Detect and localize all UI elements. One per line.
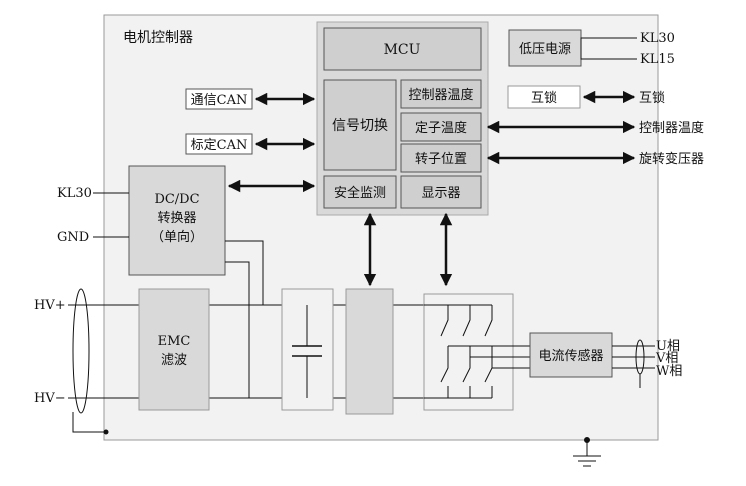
inverter-bridge-block: [423, 293, 514, 411]
dcdc-label-3: （单向）: [151, 229, 203, 245]
phase-u-label: U相: [656, 339, 680, 354]
kl30-left-label: KL30: [57, 186, 92, 201]
emc-label-1: EMC: [158, 334, 191, 349]
safety-monitor-block: [323, 175, 397, 209]
display-block: [400, 175, 482, 209]
kl15-label: KL15: [640, 52, 675, 67]
ctrl-temp-label: 控制器温度: [408, 87, 473, 103]
interlock-out-label: 互锁: [639, 90, 665, 106]
mcu-label: MCU: [384, 42, 421, 58]
ground-icon: [573, 437, 601, 467]
gnd-label: GND: [57, 230, 89, 245]
current-sensor-block: [529, 332, 613, 378]
interlock-block: [507, 85, 581, 109]
stator-temp-block: [400, 112, 482, 142]
dcdc-hv-tap-1: [225, 240, 264, 305]
display-label: 显示器: [421, 186, 460, 201]
hv-plus-label: HV+: [34, 298, 66, 313]
resolver-label: 旋转变压器: [639, 151, 704, 167]
dcdc-label-2: 转换器: [157, 211, 196, 226]
hv-shield-ground: [72, 412, 108, 433]
enclosure-title: 电机控制器: [123, 30, 193, 46]
safety-monitor-label: 安全监测: [334, 185, 386, 201]
interlock-label: 互锁: [531, 90, 557, 106]
signal-switch-block: [323, 79, 397, 171]
discharge-block: [345, 288, 394, 415]
rotor-pos-block: [400, 143, 482, 173]
ctrl-temp-block: [400, 79, 482, 109]
kl30-kl15-wires: [580, 37, 637, 60]
hv-minus-label: HV−: [34, 391, 66, 406]
kl30-right-label: KL30: [640, 31, 675, 46]
rotor-pos-label: 转子位置: [415, 152, 467, 167]
current-sensor-label: 电流传感器: [538, 348, 603, 364]
emc-block: [138, 288, 210, 411]
calib-can-block: [185, 133, 253, 155]
hv-shield-ground-dot: [103, 429, 109, 435]
phase-w-label: W相: [656, 364, 682, 379]
dcdc-label-1: DC/DC: [154, 192, 199, 207]
phase-outputs: [612, 345, 655, 369]
lv-power-block: [508, 29, 582, 67]
dcdc-block: [128, 165, 226, 276]
hv-cable-shield: [72, 288, 90, 414]
inverter-switches: [424, 304, 530, 399]
comm-can-label: 通信CAN: [191, 93, 248, 108]
dcdc-hv-tap-2: [225, 261, 250, 398]
signal-switch-label: 信号切换: [332, 117, 388, 134]
ctrl-temp-out-label: 控制器温度: [639, 120, 704, 136]
stator-temp-label: 定子温度: [415, 120, 467, 136]
calib-can-label: 标定CAN: [191, 138, 248, 153]
phase-v-label: V相: [655, 351, 678, 366]
lv-power-label: 低压电源: [519, 42, 571, 57]
emc-label-2: 滤波: [161, 353, 187, 368]
comm-can-block: [185, 88, 253, 110]
mcu-block: [323, 27, 482, 71]
